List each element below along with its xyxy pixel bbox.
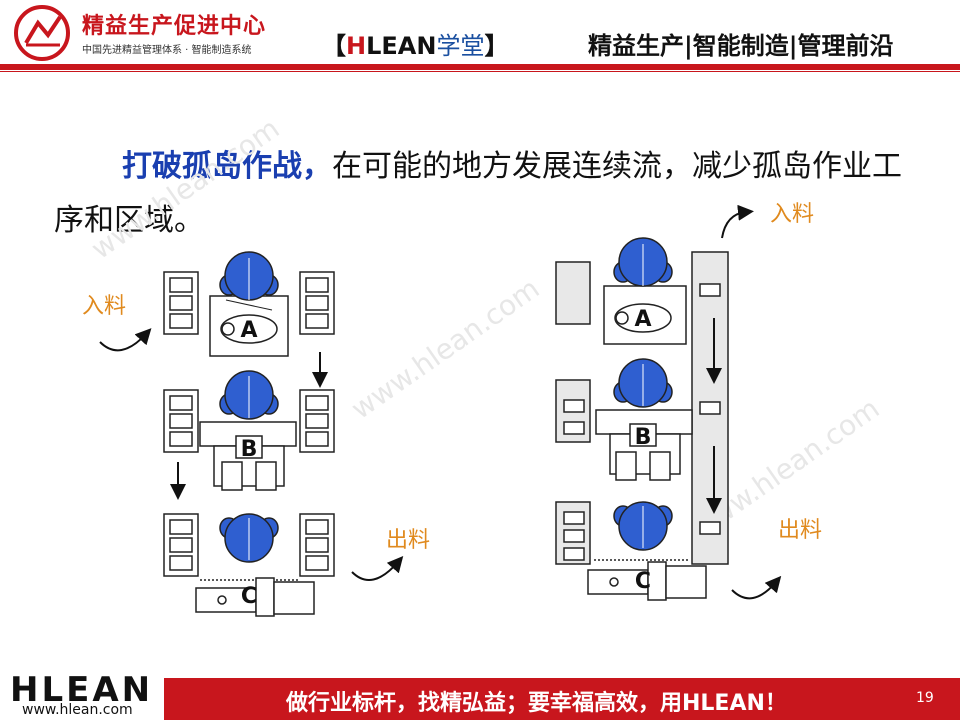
brand-h: H — [346, 32, 367, 60]
svg-text:www.hlean.com: www.hlean.com — [85, 112, 285, 266]
left-output-label: 出料 — [386, 528, 431, 553]
right-station-b — [555, 358, 693, 481]
heading-text: 在可能的地方发展连续流，减少孤岛作业工序和区域。 — [54, 149, 902, 238]
right-layout — [555, 204, 782, 601]
svg-text:www.hlean.com: www.hlean.com — [345, 272, 545, 426]
left-station-label-b: B — [241, 437, 258, 462]
watermark: www.hlean.com www.hlean.com www.hlean.co… — [85, 112, 885, 546]
footer-bar — [164, 678, 960, 720]
right-station-a — [555, 237, 687, 345]
org-name: 精益生产促进中心 — [82, 14, 267, 39]
left-station-b — [163, 370, 335, 491]
left-input-label: 入料 — [82, 294, 127, 319]
brand-title: 【HLEAN学堂】 — [322, 26, 508, 61]
heading-emphasis: 打破孤岛作战， — [122, 149, 332, 184]
left-station-labels: A B C — [240, 318, 257, 609]
page-number: 19 — [916, 690, 934, 706]
header-divider-thin — [0, 71, 960, 72]
header-divider — [0, 64, 960, 70]
right-station-labels: A B C — [634, 307, 651, 594]
org-subtitle: 中国先进精益管理体系 · 智能制造系统 — [82, 45, 252, 56]
right-station-label-b: B — [635, 425, 652, 450]
brand-bracket-close: 】 — [484, 32, 509, 60]
org-logo-icon — [14, 5, 70, 61]
left-station-c — [163, 513, 335, 617]
left-station-label-c: C — [241, 584, 257, 609]
footer: HLEAN www.hlean.com 做行业标杆，找精弘益；要幸福高效，用HL… — [0, 664, 960, 720]
right-output-label: 出料 — [778, 518, 823, 543]
footer-slogan: 做行业标杆，找精弘益；要幸福高效，用HLEAN！ — [286, 691, 787, 716]
right-station-label-c: C — [635, 569, 651, 594]
brand-bracket-open: 【 — [322, 32, 346, 60]
footer-logo: HLEAN — [10, 670, 154, 710]
topics: 精益生产|智能制造|管理前沿 — [588, 32, 894, 60]
footer-url: www.hlean.com — [22, 702, 133, 718]
left-station-a — [163, 251, 335, 357]
slide-heading: 打破孤岛作战，在可能的地方发展连续流，减少孤岛作业工序和区域。 — [54, 140, 914, 248]
left-station-label-a: A — [240, 318, 257, 343]
header: 精益生产促进中心 中国先进精益管理体系 · 智能制造系统 【HLEAN学堂】 精… — [0, 0, 960, 72]
brand-cn: 学堂 — [436, 32, 485, 60]
right-station-c — [555, 501, 707, 601]
left-layout — [99, 251, 404, 617]
right-input-label: 入料 — [770, 202, 815, 227]
right-station-label-a: A — [634, 307, 651, 332]
brand-lean: LEAN — [366, 32, 437, 60]
